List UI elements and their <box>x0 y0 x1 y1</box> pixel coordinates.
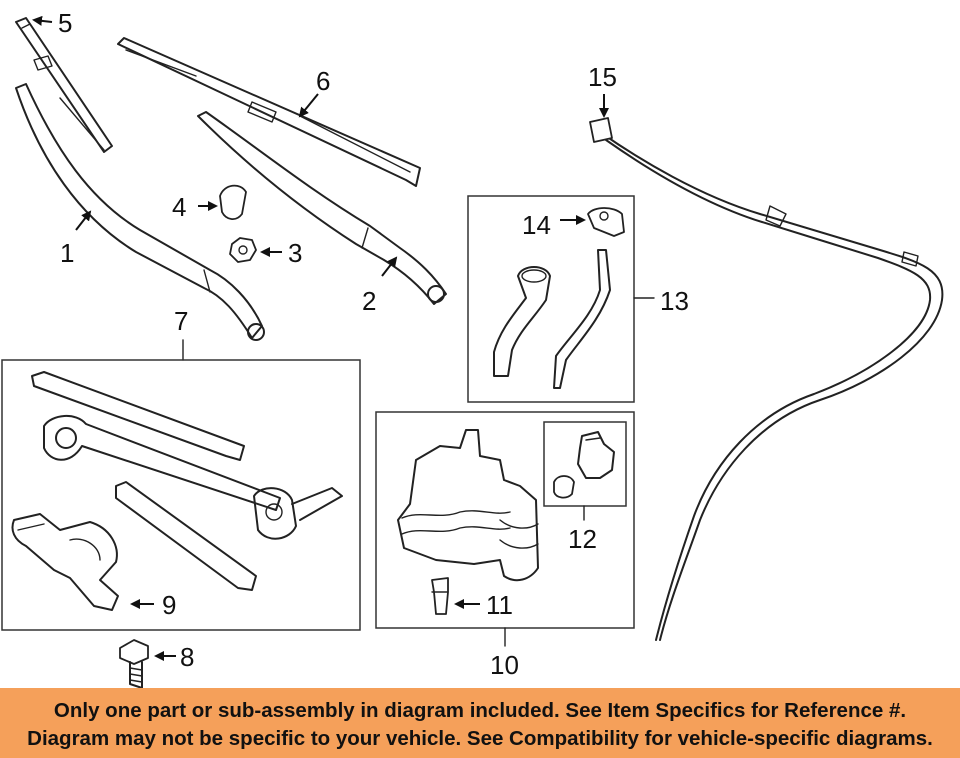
hose-box <box>467 195 635 403</box>
arrow-6 <box>298 93 319 118</box>
washer-hose-short <box>553 249 611 389</box>
wiper-blade-left <box>15 17 113 153</box>
callout-3: 3 <box>288 238 302 268</box>
callout-7: 7 <box>174 306 188 336</box>
wiper-blade-right <box>117 37 421 187</box>
pump-box <box>543 421 627 507</box>
callout-11: 11 <box>486 590 513 620</box>
disclaimer-line-2: Diagram may not be specific to your vehi… <box>27 727 933 750</box>
wiper-linkage <box>31 371 343 591</box>
washer-hose-long <box>589 117 944 641</box>
parts-diagram: 5 6 1 2 4 3 7 <box>1 8 944 688</box>
arrow-1 <box>75 210 92 231</box>
arrow-2 <box>381 256 398 277</box>
linkage-box <box>1 359 361 631</box>
callout-12: 12 <box>568 524 597 554</box>
callout-14: 14 <box>522 210 551 240</box>
callout-4: 4 <box>172 192 186 222</box>
callout-15: 15 <box>588 62 617 92</box>
filler-neck <box>493 266 551 377</box>
pivot-nut <box>229 237 257 263</box>
washer-reservoir <box>397 429 539 582</box>
washer-pump <box>553 431 615 499</box>
wiper-motor <box>11 513 119 611</box>
callout-10: 10 <box>490 650 519 680</box>
hose-clip <box>587 207 625 237</box>
callout-1: 1 <box>60 238 74 268</box>
wiper-arm-right <box>197 111 447 305</box>
disclaimer-line-1: Only one part or sub-assembly in diagram… <box>53 699 907 722</box>
mounting-bolt <box>119 639 149 688</box>
callout-5: 5 <box>58 8 72 38</box>
callout-2: 2 <box>362 286 376 316</box>
reservoir-grommet <box>431 577 449 615</box>
callout-13: 13 <box>660 286 689 316</box>
arrow-5 <box>32 15 53 26</box>
pivot-cap <box>219 184 247 220</box>
callout-8: 8 <box>180 642 194 672</box>
wiper-arm-left <box>15 83 265 341</box>
callout-6: 6 <box>316 66 330 96</box>
callout-9: 9 <box>162 590 176 620</box>
disclaimer-banner: Only one part or sub-assembly in diagram… <box>0 688 960 758</box>
